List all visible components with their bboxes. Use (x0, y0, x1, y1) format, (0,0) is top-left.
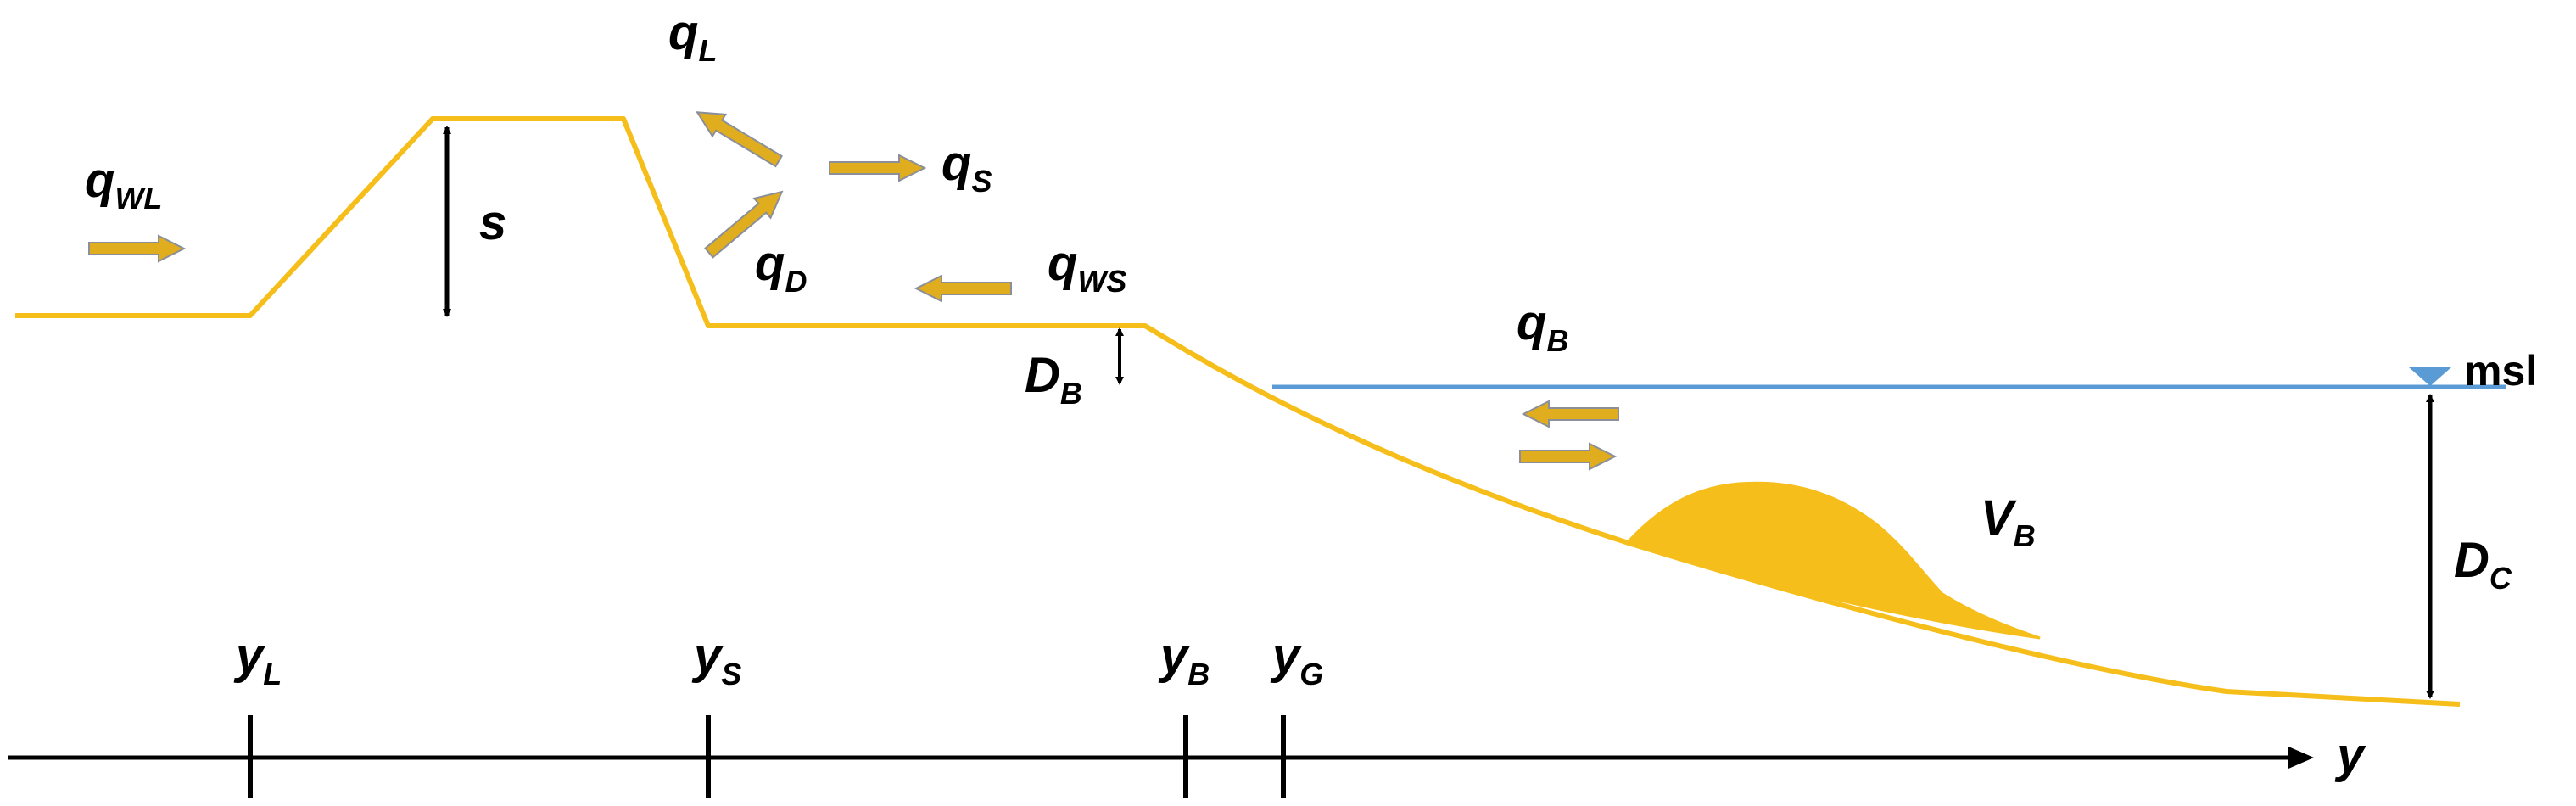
q-ws-arrow (914, 274, 1012, 303)
q-b-label: qB (1517, 295, 1568, 358)
v-b-label: VB (1981, 490, 2036, 553)
q-b-right-arrow (1519, 442, 1618, 471)
axis-tick-label-ys: yS (691, 629, 741, 691)
q-ws-label: qWS (1048, 236, 1126, 299)
y-axis-label: y (2334, 728, 2366, 783)
q-wl-arrow (88, 234, 187, 263)
q-wl-label: qWL (85, 153, 162, 215)
q-d-arrow (704, 190, 784, 259)
inverted-triangle-icon (2409, 367, 2451, 386)
q-s-arrow (829, 154, 927, 182)
d-c-label: DC (2454, 533, 2512, 596)
q-b-left-arrow (1521, 400, 1619, 428)
q-l-label: qL (668, 5, 717, 68)
y-axis-arrowhead (2288, 747, 2314, 769)
s-label: s (479, 195, 506, 250)
axis-tick-label-yb: yB (1158, 629, 1210, 691)
axis-tick-label-yl: yL (233, 629, 282, 691)
flow-arrows (88, 111, 1619, 471)
q-l-arrow (696, 111, 783, 168)
d-b-label: DB (1025, 348, 1082, 411)
sand-bar-deposit (1624, 481, 2041, 640)
q-s-label: qS (942, 136, 992, 199)
beach-profile-line (15, 116, 2461, 707)
q-d-label: qD (755, 236, 807, 299)
axis-tick-label-yg: yG (1270, 629, 1323, 691)
msl-label: msl (2464, 347, 2537, 395)
